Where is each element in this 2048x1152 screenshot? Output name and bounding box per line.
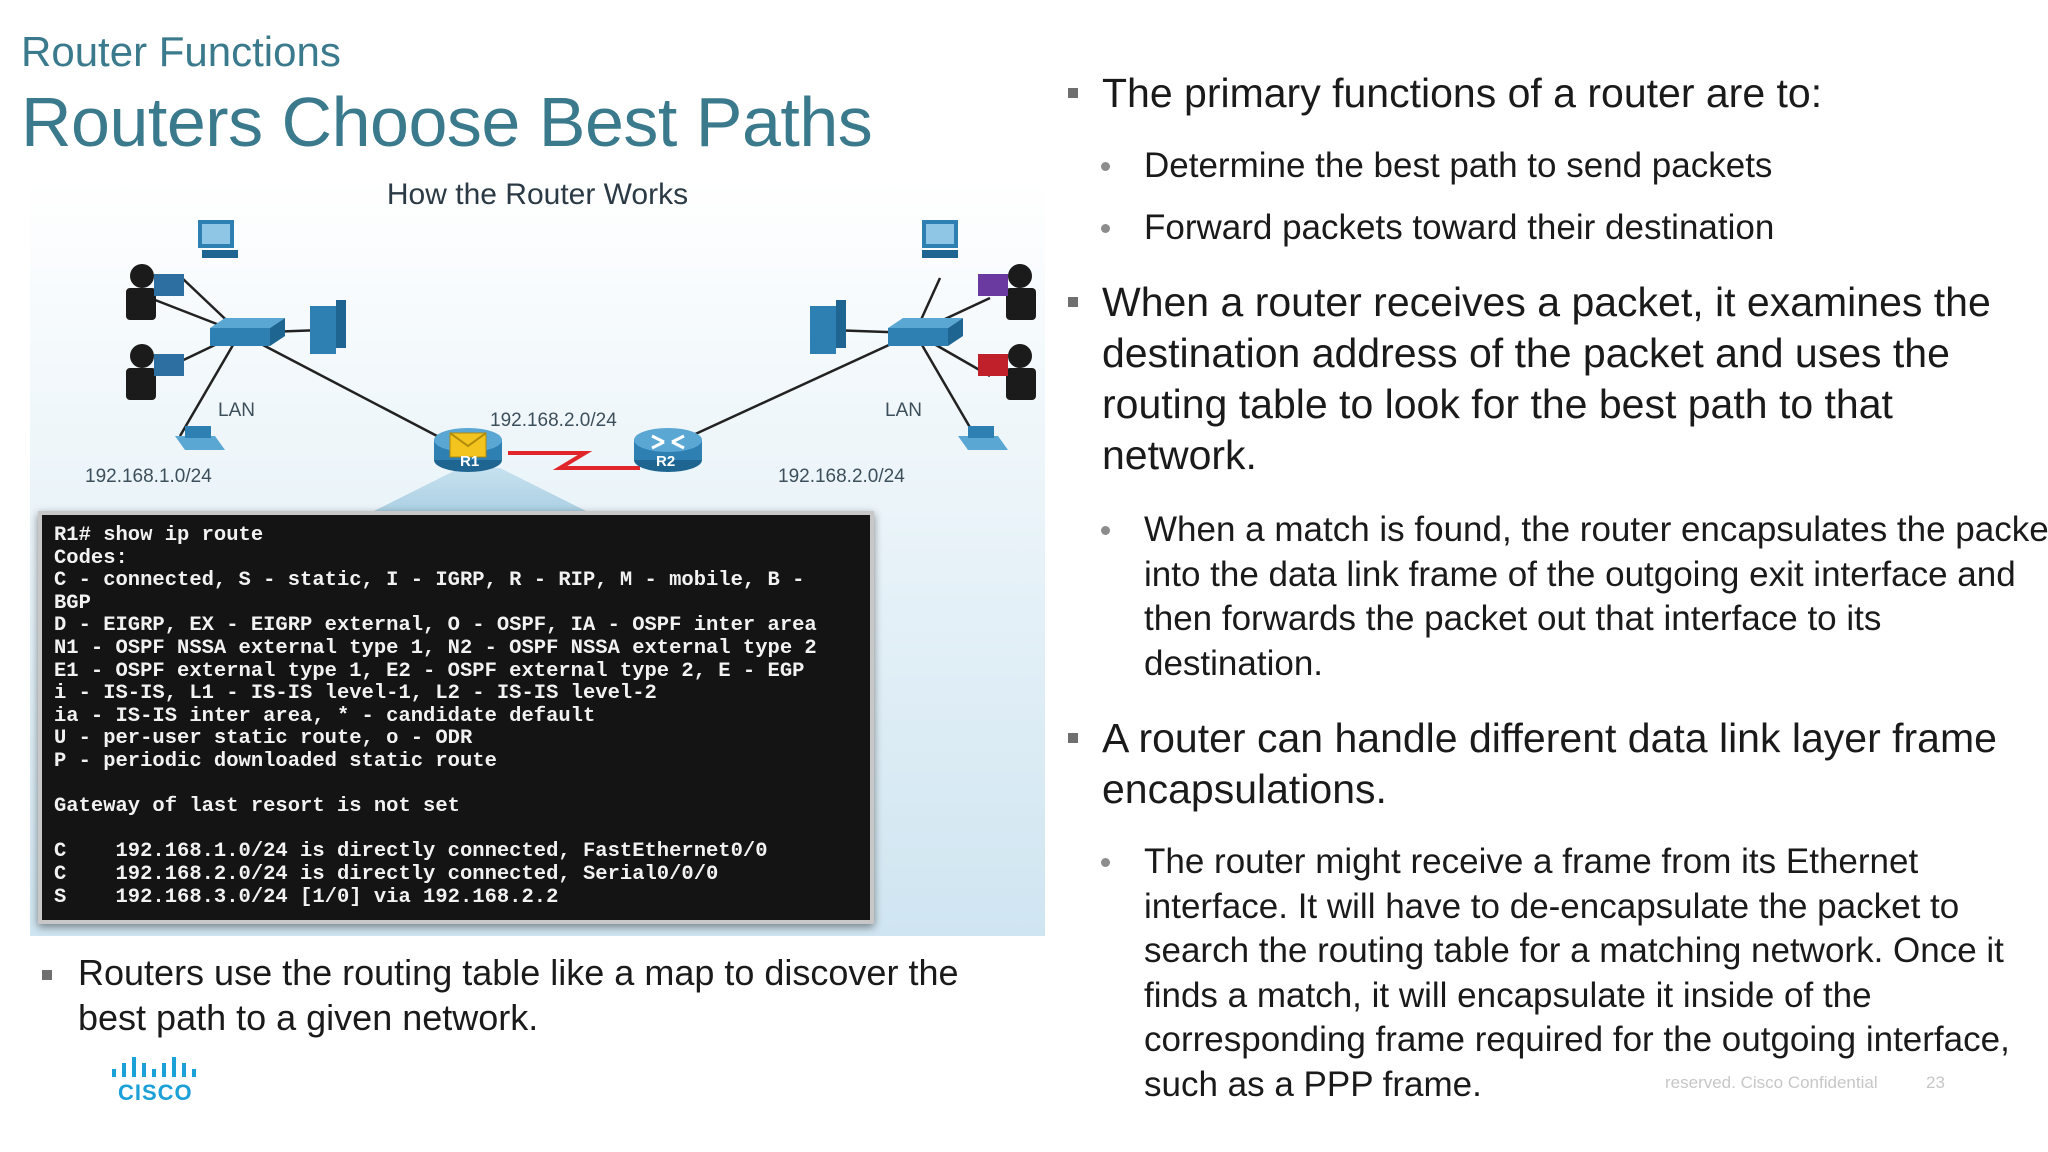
footer-confidential: reserved. Cisco Confidential bbox=[1665, 1073, 1878, 1092]
ip-phone-right-icon bbox=[958, 426, 1008, 450]
terminal-line: U - per-user static route, o - ODR bbox=[54, 727, 473, 751]
router-r1-label: R1 bbox=[460, 453, 480, 470]
terminal-line: S 192.168.3.0/24 [1/0] via 192.168.2.2 bbox=[54, 885, 559, 909]
terminal-line: D - EIGRP, EX - EIGRP external, O - OSPF… bbox=[54, 614, 817, 638]
terminal-line: BGP bbox=[54, 591, 91, 615]
terminal-line: ia - IS-IS inter area, * - candidate def… bbox=[54, 704, 596, 728]
router-r1-icon bbox=[434, 428, 502, 472]
terminal-line: Gateway of last resort is not set bbox=[54, 795, 460, 819]
lan-left-label: LAN bbox=[218, 400, 255, 421]
lookup-beam bbox=[370, 468, 590, 513]
switch-left-icon bbox=[210, 318, 285, 346]
network-left-label: 192.168.1.0/24 bbox=[85, 466, 212, 487]
figure-title: How the Router Works bbox=[386, 178, 689, 211]
bullet-square-icon bbox=[1068, 88, 1078, 98]
serial-link bbox=[508, 451, 640, 470]
switch-right-icon bbox=[888, 318, 963, 346]
slide-title: Routers Choose Best Paths bbox=[21, 83, 873, 161]
bullet-dot-icon bbox=[1101, 858, 1110, 867]
cisco-logo-text: CISCO bbox=[118, 1080, 193, 1105]
ip-phone-left-icon bbox=[175, 426, 225, 450]
router-r2-label: R2 bbox=[656, 453, 676, 470]
sub-bullet-forward: Forward packets toward their destination bbox=[1144, 208, 1775, 247]
user-workstations-right-icon bbox=[978, 264, 1036, 400]
network-middle-label: 192.168.2.0/24 bbox=[490, 410, 617, 431]
bullet-dot-icon bbox=[1101, 526, 1110, 535]
bullet-dot-icon bbox=[1101, 162, 1110, 171]
terminal-line: R1# show ip route bbox=[54, 524, 264, 547]
bullet-square-icon bbox=[42, 970, 52, 980]
terminal-line: E1 - OSPF external type 1, E2 - OSPF ext… bbox=[54, 659, 805, 683]
lan-right-label: LAN bbox=[885, 400, 922, 421]
terminal-line: C 192.168.2.0/24 is directly connected, … bbox=[54, 862, 719, 886]
router-r2-icon bbox=[634, 428, 702, 472]
terminal-line: i - IS-IS, L1 - IS-IS level-1, L2 - IS-I… bbox=[54, 682, 657, 706]
user-workstations-left-icon bbox=[126, 264, 184, 400]
router-diagram: How the Router Works LAN LAN 192.168.1.0… bbox=[30, 178, 1045, 936]
sub-bullet-match-found: When a match is found, the router encaps… bbox=[1144, 510, 2048, 683]
terminal-line bbox=[54, 774, 858, 797]
terminal-line: P - periodic downloaded static route bbox=[54, 749, 497, 773]
server-left-icon bbox=[310, 300, 346, 354]
bullet-square-icon bbox=[1068, 297, 1078, 307]
slide-kicker: Router Functions bbox=[21, 28, 341, 75]
bullet-receives-packet: When a router receives a packet, it exam… bbox=[1102, 279, 1991, 478]
bullet-dot-icon bbox=[1101, 224, 1110, 233]
cisco-logo-icon bbox=[112, 1057, 196, 1077]
server-right-icon bbox=[810, 300, 846, 354]
pc-left-icon bbox=[198, 220, 238, 258]
sub-bullet-ethernet-frame: The router might receive a frame from it… bbox=[1144, 842, 2010, 1104]
network-right-label: 192.168.2.0/24 bbox=[778, 466, 905, 487]
terminal-line bbox=[54, 819, 858, 842]
pc-right-icon bbox=[922, 220, 958, 258]
page-number: 23 bbox=[1926, 1073, 1945, 1092]
terminal-line: N1 - OSPF NSSA external type 1, N2 - OSP… bbox=[54, 636, 817, 660]
bullet-encapsulations: A router can handle different data link … bbox=[1102, 715, 1997, 812]
left-bullet-text: Routers use the routing table like a map… bbox=[78, 952, 959, 1038]
terminal-line: C 192.168.1.0/24 is directly connected, … bbox=[54, 840, 768, 864]
bullet-square-icon bbox=[1068, 733, 1078, 743]
terminal-line: C - connected, S - static, I - IGRP, R -… bbox=[54, 569, 805, 593]
sub-bullet-best-path: Determine the best path to send packets bbox=[1144, 146, 1773, 185]
bullet-primary-functions: The primary functions of a router are to… bbox=[1102, 70, 1823, 116]
terminal-line: Codes: bbox=[54, 546, 128, 570]
